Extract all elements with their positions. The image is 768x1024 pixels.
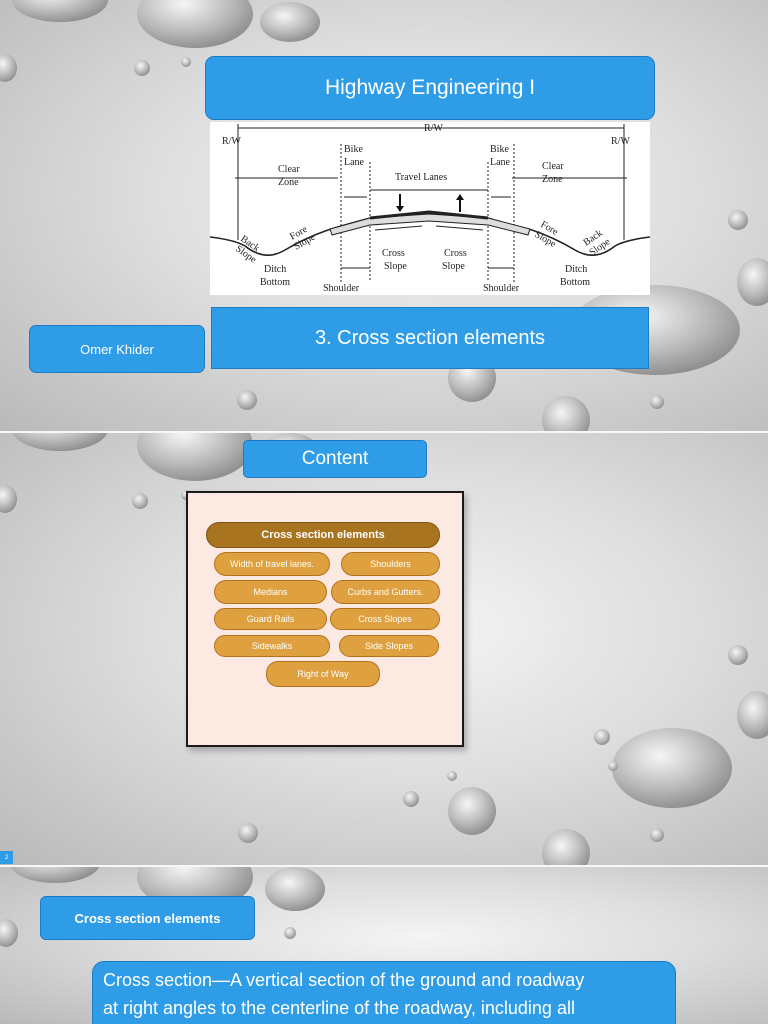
label-bike-right-1: Bike [490,144,509,155]
label-ditch-left-1: Ditch [264,264,286,275]
label-clear-left-2: Zone [278,177,299,188]
label-rw-top: R/W [424,123,443,134]
label-clear-right-1: Clear [542,161,564,172]
label-rw-left: R/W [222,136,241,147]
label-clear-right-2: Zone [542,174,563,185]
slide-subtitle-box: 3. Cross section elements [211,307,649,369]
label-cross-left-2: Slope [384,261,407,272]
cross-section-diagram: R/W R/W R/W Clear Zone Clear Zone Bike L… [209,122,651,295]
label-bike-left-2: Lane [344,157,365,168]
item-medians: Medians [214,580,327,604]
label-cross-right-2: Slope [442,261,465,272]
label-cross-left-1: Cross [382,248,405,259]
label-clear-left-1: Clear [278,164,300,175]
label-shoulder-right: Shoulder [483,283,520,294]
definition-body-box: Cross section—A vertical section of the … [92,961,676,1024]
item-side-slopes: Side Slopes [339,635,439,657]
definition-line-1: Cross section—A vertical section of the … [103,970,585,990]
item-shoulders: Shoulders [341,552,440,576]
author-box: Omer Khider [29,325,205,373]
label-travel-lanes: Travel Lanes [395,172,447,183]
label-ditch-right-1: Ditch [565,264,587,275]
content-panel: Cross section elements Width of travel l… [186,491,464,747]
slide-title-box: Highway Engineering I [205,56,655,120]
item-guard-rails: Guard Rails [214,608,327,630]
definition-title-box: Cross section elements [40,896,255,940]
slide-definition: Cross section elements Cross section—A v… [0,867,768,1024]
label-cross-right-1: Cross [444,248,467,259]
item-width-travel-lanes: Width of travel lanes. [214,552,330,576]
slide-separator [0,865,768,867]
definition-line-2: at right angles to the centerline of the… [103,998,575,1018]
page-number: 2 [0,851,13,864]
content-title-box: Content [243,440,427,478]
label-ditch-left-2: Bottom [260,277,290,288]
label-bike-right-2: Lane [490,157,511,168]
slide-title: Highway Engineering I [0,0,768,431]
content-header-pill: Cross section elements [206,522,440,548]
label-ditch-right-2: Bottom [560,277,590,288]
item-sidewalks: Sidewalks [214,635,330,657]
label-rw-right: R/W [611,136,630,147]
label-bike-left-1: Bike [344,144,363,155]
item-right-of-way: Right of Way [266,661,380,687]
slide-separator [0,431,768,433]
label-shoulder-left: Shoulder [323,283,360,294]
item-curbs-gutters: Curbs and Gutters. [331,580,440,604]
item-cross-slopes: Cross Slopes [330,608,440,630]
slide-content: Content Cross section elements Width of … [0,433,768,865]
